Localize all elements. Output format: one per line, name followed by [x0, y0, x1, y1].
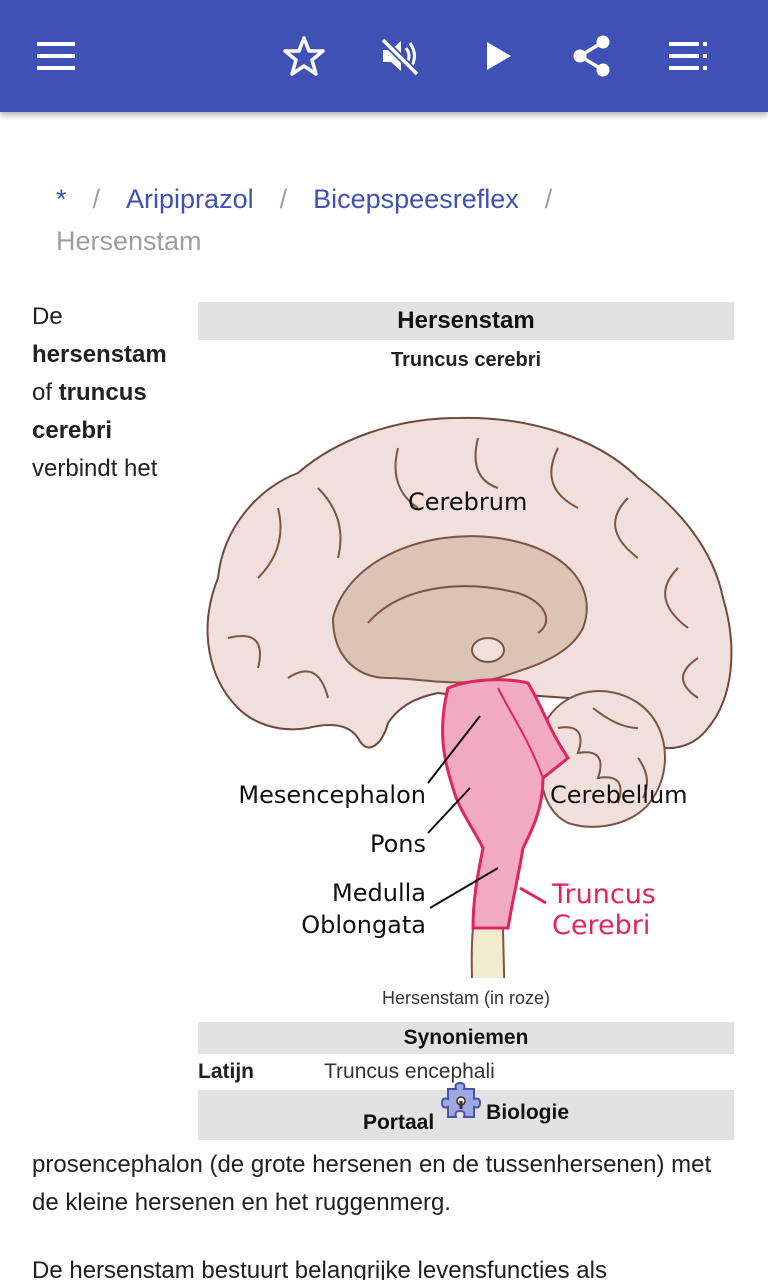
volume-off-icon: [379, 36, 421, 76]
play-icon: [483, 40, 513, 72]
breadcrumb-home-link[interactable]: *: [56, 184, 67, 214]
label-truncus-line2: Cerebri: [552, 910, 650, 941]
mute-button[interactable]: [372, 28, 428, 84]
star-icon: [283, 36, 325, 76]
contents-button[interactable]: [660, 28, 716, 84]
bookmark-button[interactable]: [276, 28, 332, 84]
infobox-row-latin: Latijn Truncus encephali: [198, 1054, 734, 1090]
breadcrumb-separator: /: [544, 184, 553, 214]
infobox: Hersenstam Truncus cerebri Ce: [198, 302, 734, 1140]
infobox-subtitle: Truncus cerebri: [390, 349, 542, 371]
breadcrumb-link-aripiprazol[interactable]: Aripiprazol: [126, 184, 254, 214]
menu-button[interactable]: [28, 28, 84, 84]
breadcrumb-separator: /: [92, 184, 101, 214]
corpus-callosum-shape: [331, 535, 588, 684]
cerebellum-shape: [540, 690, 666, 828]
image-caption: Hersenstam (in roze): [381, 988, 551, 1008]
breadcrumb-current: Hersenstam: [56, 226, 202, 256]
breadcrumb-separator: /: [279, 184, 288, 214]
share-icon: [572, 35, 612, 77]
label-truncus-line1: Truncus: [551, 879, 656, 910]
infobox-title: Hersenstam: [198, 302, 734, 340]
paragraph-1: prosencephalon (de grote hersenen en de …: [32, 1151, 712, 1216]
latin-key: Latijn: [198, 1060, 254, 1083]
intro-text-1: De: [32, 303, 63, 330]
label-cerebrum: Cerebrum: [408, 488, 527, 516]
latin-value: Truncus encephali: [324, 1060, 495, 1083]
intro-bold-hersenstam: hersenstam: [32, 341, 167, 368]
synonyms-header: Synoniemen: [198, 1022, 734, 1054]
breadcrumb: * / Aripiprazol / Bicepspeesreflex / Hersenst…: [56, 178, 736, 262]
intro-text: De hersenstam of truncus cerebri verbind…: [32, 298, 182, 488]
label-medulla-line1: Medulla: [332, 879, 426, 907]
portal-link-biologie[interactable]: Biologie: [486, 1101, 570, 1124]
label-cerebellum: Cerebellum: [550, 781, 688, 809]
intro-text-2: of: [32, 379, 53, 406]
intro-bold-truncus: truncus cerebri: [32, 379, 147, 444]
label-mesencephalon: Mesencephalon: [238, 781, 426, 809]
app-bar: [0, 0, 768, 112]
brain-illustration[interactable]: Cerebrum Mesencephalon Cerebellum Pons M…: [198, 378, 734, 1039]
spinal-cord-shape: [470, 927, 506, 1039]
play-button[interactable]: [470, 28, 526, 84]
menu-icon: [37, 42, 75, 70]
paragraph-2: De hersenstam bestuurt belangrijke leven…: [32, 1257, 607, 1280]
portal-row: Portaal Biologie: [198, 1081, 734, 1140]
toc-icon: [669, 42, 707, 70]
puzzle-icon: [440, 1081, 484, 1127]
label-pons: Pons: [370, 830, 426, 858]
breadcrumb-link-bicepspeesreflex[interactable]: Bicepspeesreflex: [313, 184, 519, 214]
brainstem-shape: [441, 678, 571, 930]
label-medulla-line2: Oblongata: [301, 911, 426, 939]
intro-text-3: verbindt het: [32, 455, 158, 482]
share-button[interactable]: [564, 28, 620, 84]
portal-label: Portaal: [362, 1111, 435, 1134]
